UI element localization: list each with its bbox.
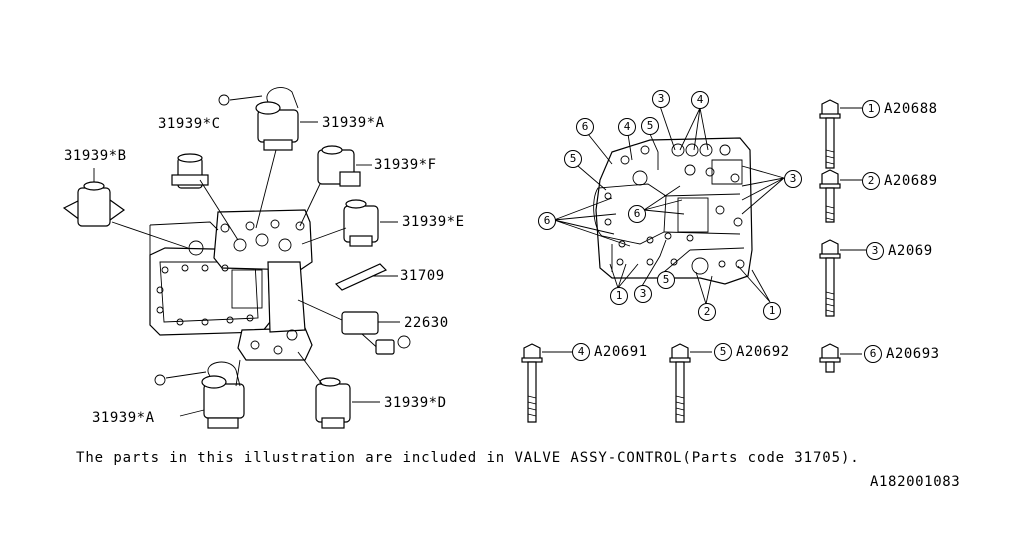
diagram-code: A182001083	[870, 474, 961, 490]
callout-31939f: 31939*F	[374, 157, 437, 173]
bolt-part-code: A2069	[888, 243, 933, 259]
bolt-part-code: A20692	[736, 344, 790, 360]
solenoid-d	[297, 351, 380, 429]
bolt-index-marker: 5	[714, 343, 732, 361]
right-leader-lines	[553, 105, 785, 305]
ref-marker: 5	[564, 150, 582, 168]
solenoid-b	[62, 168, 189, 249]
assembly-note: The parts in this illustration are inclu…	[76, 450, 860, 466]
solenoid-e	[301, 199, 398, 247]
callout-31939e: 31939*E	[402, 214, 465, 230]
ref-marker: 4	[691, 91, 709, 109]
ref-marker: 6	[576, 118, 594, 136]
right-bolt-holes	[604, 143, 745, 275]
callout-31939d: 31939*D	[384, 395, 447, 411]
bolt-3	[819, 239, 866, 317]
bolt-part-code: A20693	[886, 346, 940, 362]
bolt-index-marker: 6	[864, 345, 882, 363]
ref-marker: 1	[763, 302, 781, 320]
callout-31939c: 31939*C	[158, 116, 221, 132]
bolt-part-code: A20691	[594, 344, 648, 360]
ref-marker: 3	[634, 285, 652, 303]
sensor-22630	[297, 299, 411, 355]
ref-marker: 2	[698, 303, 716, 321]
bolt-index-marker: 4	[572, 343, 590, 361]
callout-31709: 31709	[400, 268, 445, 284]
solenoid-c	[171, 153, 239, 241]
bolt-index-marker: 2	[862, 172, 880, 190]
ref-marker: 1	[610, 287, 628, 305]
bolt-part-code: A20689	[884, 173, 938, 189]
callout-31939b: 31939*B	[64, 148, 127, 164]
ref-marker: 3	[784, 170, 802, 188]
bolt-1	[819, 99, 862, 169]
harness-31709	[334, 263, 398, 291]
ref-marker: 3	[652, 90, 670, 108]
callout-31939a-bottom: 31939*A	[92, 410, 155, 426]
bolt-6	[819, 343, 862, 373]
bolt-index-marker: 1	[862, 100, 880, 118]
solenoid-a-bottom	[154, 359, 245, 429]
ref-marker: 6	[538, 212, 556, 230]
left-bolt-holes	[156, 219, 305, 355]
callout-31939a-top: 31939*A	[322, 115, 385, 131]
ref-marker: 4	[618, 118, 636, 136]
ref-marker: 6	[628, 205, 646, 223]
bolt-index-marker: 3	[866, 242, 884, 260]
ref-marker: 5	[657, 271, 675, 289]
bolt-part-code: A20688	[884, 101, 938, 117]
solenoid-a-top	[218, 87, 318, 229]
callout-22630: 22630	[404, 315, 449, 331]
bolt-2	[819, 169, 862, 223]
left-valve-body	[149, 209, 313, 361]
bolt-4	[521, 343, 572, 423]
solenoid-f	[299, 145, 372, 227]
bolt-5	[669, 343, 712, 423]
ref-marker: 5	[641, 117, 659, 135]
